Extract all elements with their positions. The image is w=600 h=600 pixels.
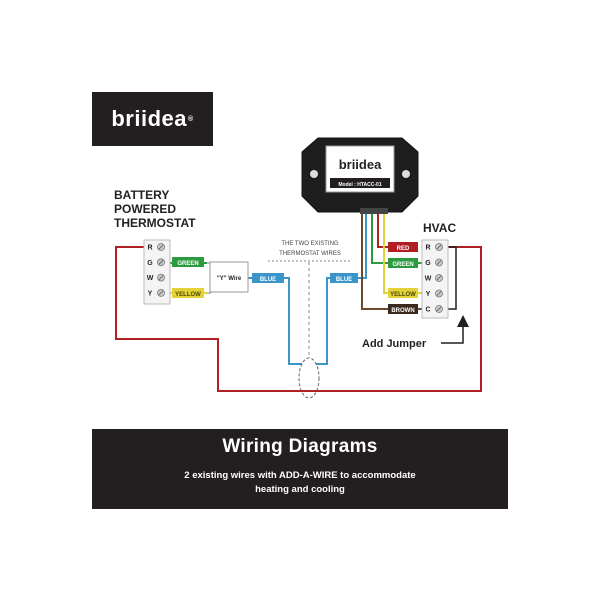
banner-subtitle-line-2: heating and cooling [255,484,345,495]
existing-wires-ellipse [298,357,320,399]
hvac-terminal-c-slot [436,306,442,312]
add-jumper-arrow [441,315,469,344]
thermostat-terminal-block [143,239,171,305]
blue-wire-left [248,277,302,365]
blue-wire-right [316,277,358,365]
adapter-module [301,137,419,214]
blue-left-label: BLUE [260,277,276,283]
existing-wires-line-2: THERMOSTAT WIRES [279,251,341,257]
brand-logo: briidea® [92,92,213,146]
jumper-wire [446,246,457,310]
thermostat-terminal-y-label: Y [148,290,153,297]
thermostat-terminals: R G W Y [147,243,165,297]
hvac-terminals: R G W Y C [425,243,443,314]
thermostat-terminal-g-slot [158,260,164,265]
module-green-lead [371,212,388,264]
wiring-diagrams-banner: Wiring Diagrams 2 existing wires with AD… [92,429,508,509]
thermostat-title-line-3: THERMOSTAT [114,216,196,230]
brown-right-label: BROWN [391,308,414,314]
logo-registered-mark: ® [187,115,194,123]
thermostat-terminal-w-slot [158,275,164,280]
thermostat-terminal-w-label: W [147,275,154,282]
thermostat-terminal-r-label: R [147,245,152,252]
existing-wires-line-1: THE TWO EXISTING [281,241,339,247]
green-left-label: GREEN [177,261,198,267]
hvac-terminal-r-label: R [425,245,430,252]
hvac-terminal-r-slot [436,244,442,250]
module-brand-text: briidea [339,157,382,172]
module-yellow-lead [383,212,388,294]
yellow-right-label: YELLOW [390,292,416,298]
thermostat-terminal-y-slot [158,290,164,296]
green-right-label: GREEN [392,262,413,268]
yellow-left-label: YELLOW [175,292,201,298]
module-blue-lead [358,212,367,279]
red-right-label: RED [397,246,410,252]
hvac-terminal-g-label: G [425,260,431,267]
hvac-terminal-g-slot [436,260,442,265]
hvac-terminal-block [421,239,449,319]
banner-title: Wiring Diagrams [222,436,378,457]
hvac-terminal-y-label: Y [426,291,431,298]
logo-text: briidea [111,106,187,131]
thermostat-title-line-2: POWERED [114,202,176,216]
thermostat-title-line-1: BATTERY [114,188,169,202]
hvac-terminal-w-label: W [425,276,432,283]
banner-subtitle: 2 existing wires with ADD-A-WIRE to acco… [92,469,508,497]
thermostat-terminal-g-label: G [147,260,153,267]
hvac-terminal-w-slot [436,275,442,281]
banner-subtitle-line-1: 2 existing wires with ADD-A-WIRE to acco… [184,470,416,481]
blue-right-label: BLUE [336,277,352,283]
y-wire-label: "Y" Wire [217,276,242,282]
module-brown-lead [361,212,388,310]
hvac-terminal-c-label: C [425,307,430,314]
add-jumper-label: Add Jumper [362,338,427,350]
hvac-title: HVAC [423,221,456,235]
hvac-terminal-y-slot [436,291,442,296]
thermostat-terminal-r-slot [158,244,164,250]
module-model-text: Model : HTACC-01 [338,182,381,188]
red-wire-loop [115,246,482,392]
